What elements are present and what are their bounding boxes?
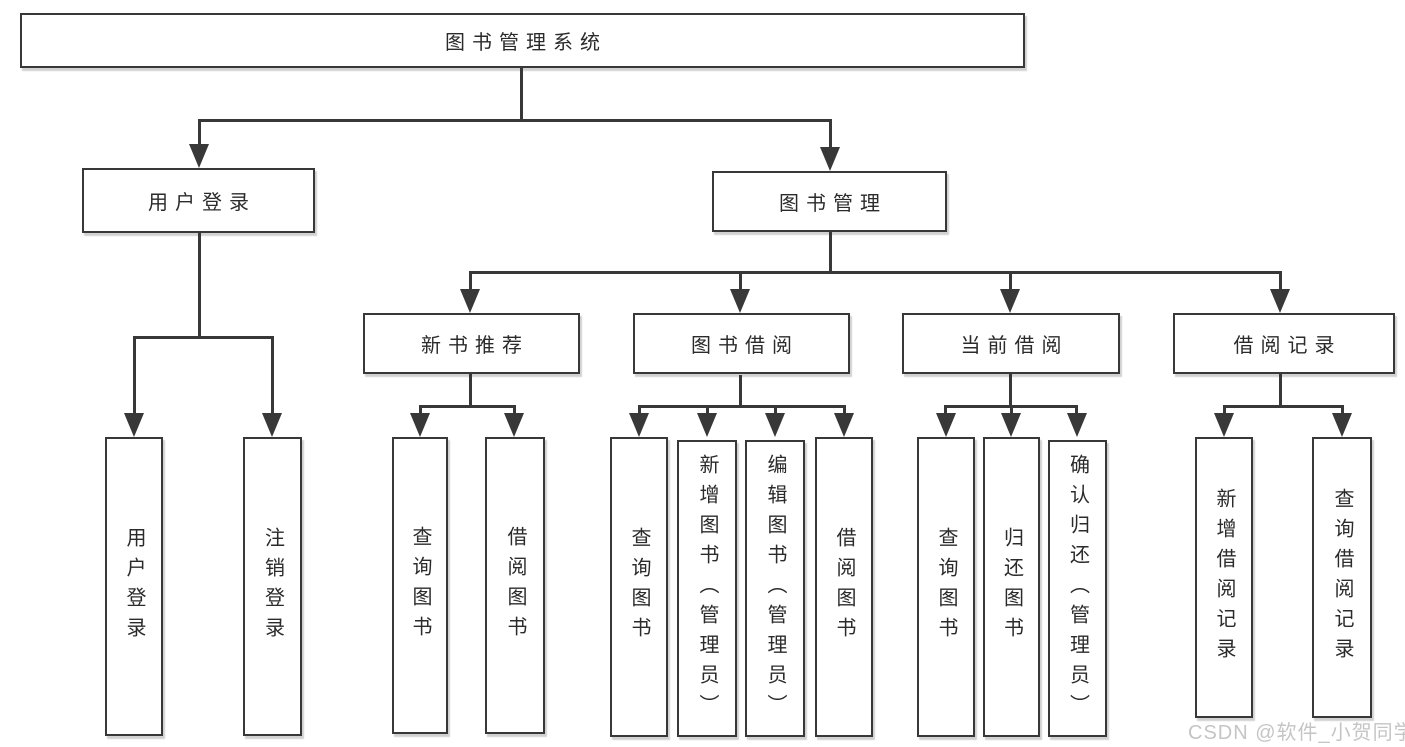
node-label: 借阅图书 [833, 527, 855, 647]
arrow-down-icon [936, 413, 956, 437]
leaf-add-book-admin: 新增图书（管理员） [677, 440, 737, 737]
node-new-book-recommend: 新书推荐 [363, 313, 580, 374]
node-label: 用户登录 [148, 192, 256, 214]
arrow-down-icon [189, 144, 209, 168]
arrow-down-icon [834, 413, 854, 437]
node-label: 图书管理系统 [445, 32, 607, 54]
node-user-login: 用户登录 [82, 168, 315, 233]
arrow-down-icon [410, 413, 430, 437]
arrow-down-icon [765, 413, 785, 437]
connector-line [1279, 271, 1282, 290]
connector-line [1341, 405, 1344, 414]
arrow-down-icon [697, 413, 717, 437]
connector-line [944, 405, 947, 414]
connector-line [271, 336, 274, 413]
node-label: 当前借阅 [960, 335, 1069, 357]
node-root: 图书管理系统 [20, 13, 1025, 68]
arrow-down-icon [1270, 289, 1290, 313]
arrow-down-icon [124, 413, 144, 437]
connector-line [198, 119, 201, 145]
node-label: 查询图书 [628, 527, 650, 647]
connector-line [469, 374, 472, 405]
connector-line [638, 405, 845, 408]
node-label: 借阅记录 [1233, 335, 1342, 357]
connector-line [133, 336, 136, 413]
connector-line [843, 405, 846, 414]
leaf-query-books-borrow: 查询图书 [610, 437, 668, 737]
arrow-down-icon [629, 413, 649, 437]
arrow-down-icon [1000, 289, 1020, 313]
node-label: 新增借阅记录 [1213, 487, 1235, 668]
connector-line [419, 405, 422, 414]
connector-line [198, 119, 831, 122]
node-label: 新增图书（管理员） [696, 453, 718, 724]
arrow-down-icon [820, 147, 840, 171]
arrow-down-icon [730, 289, 750, 313]
arrow-down-icon [1214, 413, 1234, 437]
leaf-query-books-current: 查询图书 [917, 437, 975, 737]
leaf-confirm-return-admin: 确认归还（管理员） [1048, 440, 1107, 737]
leaf-edit-book-admin: 编辑图书（管理员） [745, 440, 805, 737]
arrow-down-icon [1067, 413, 1087, 437]
connector-line [1009, 271, 1012, 290]
connector-line [133, 336, 273, 339]
node-current-borrow: 当前借阅 [902, 313, 1120, 374]
node-borrow-records: 借阅记录 [1173, 313, 1395, 374]
connector-line [469, 271, 472, 290]
node-label: 图书借阅 [691, 335, 799, 357]
connector-line [1075, 405, 1078, 414]
leaf-query-borrow-record: 查询借阅记录 [1312, 437, 1372, 718]
leaf-borrow-books: 借阅图书 [815, 437, 873, 737]
node-label: 归还图书 [1000, 527, 1023, 647]
leaf-add-borrow-record: 新增借阅记录 [1195, 437, 1253, 718]
connector-line [739, 271, 742, 290]
connector-line [829, 119, 832, 148]
node-label: 注销登录 [261, 526, 284, 647]
node-label: 查询图书 [935, 527, 957, 647]
node-book-borrow: 图书借阅 [633, 313, 850, 374]
node-label: 图书管理 [779, 193, 887, 215]
connector-line [774, 405, 777, 414]
connector-line [638, 405, 641, 414]
arrow-down-icon [1001, 413, 1021, 437]
connector-line [198, 233, 201, 336]
connector-line [739, 375, 742, 405]
connector-line [419, 405, 515, 408]
connector-line [1010, 405, 1013, 414]
connector-line [829, 232, 832, 273]
connector-line [1009, 374, 1012, 405]
node-label: 新书推荐 [421, 335, 529, 357]
node-label: 借阅图书 [504, 525, 526, 646]
leaf-user-login: 用户登录 [105, 437, 163, 736]
arrow-down-icon [460, 289, 480, 313]
leaf-borrow-books-recommend: 借阅图书 [485, 437, 545, 734]
node-label: 确认归还（管理员） [1066, 453, 1089, 724]
leaf-query-books-recommend: 查询图书 [392, 437, 448, 734]
leaf-return-book: 归还图书 [983, 437, 1040, 737]
arrow-down-icon [262, 413, 282, 437]
connector-line [706, 405, 709, 414]
node-label: 查询图书 [409, 525, 431, 646]
connector-line [1223, 405, 1343, 408]
node-book-management: 图书管理 [712, 171, 947, 232]
arrow-down-icon [1332, 413, 1352, 437]
leaf-logout: 注销登录 [243, 437, 302, 736]
connector-line [1223, 405, 1226, 414]
connector-line [513, 405, 516, 414]
node-label: 用户登录 [123, 526, 145, 647]
connector-line [469, 271, 1281, 274]
connector-line [520, 68, 523, 119]
connector-line [1279, 374, 1282, 405]
arrow-down-icon [504, 413, 524, 437]
node-label: 编辑图书（管理员） [764, 453, 786, 724]
node-label: 查询借阅记录 [1331, 487, 1353, 668]
watermark: CSDN @软件_小贺同学 [1188, 722, 1405, 744]
